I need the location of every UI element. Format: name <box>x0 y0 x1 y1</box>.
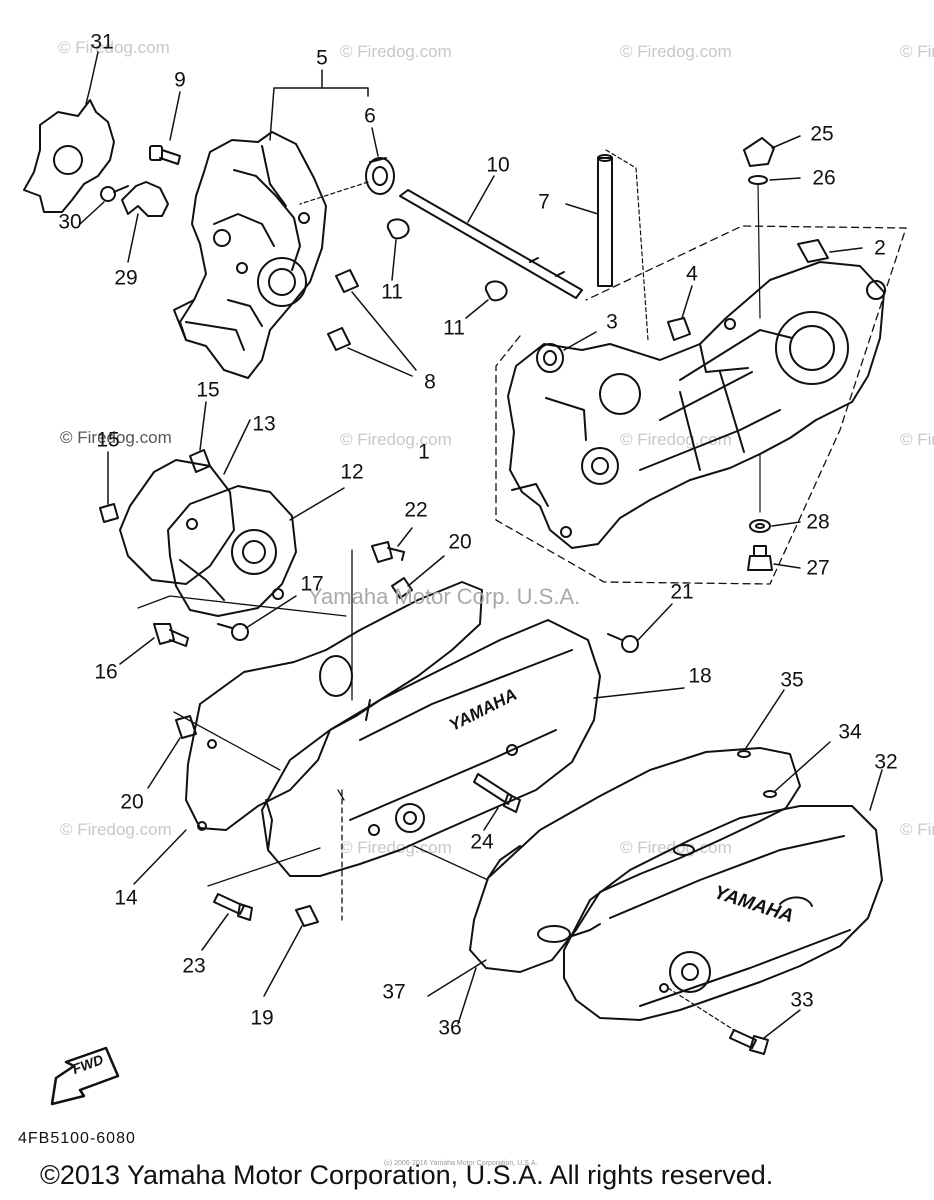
callout-9: 9 <box>174 68 186 92</box>
part-11-clip-upper <box>386 218 410 240</box>
part-7-pipe <box>597 154 613 287</box>
part-26-oring <box>748 175 768 185</box>
part-2-dowel <box>797 239 829 263</box>
callout-32: 32 <box>874 750 898 774</box>
callout-15-lower: 15 <box>96 428 120 452</box>
part-23-bolt <box>213 893 253 921</box>
callout-36: 36 <box>438 1016 462 1040</box>
callout-8: 8 <box>424 370 436 394</box>
callout-17: 17 <box>300 572 324 596</box>
callout-28: 28 <box>806 510 830 534</box>
part-34-grommet <box>763 790 777 798</box>
callout-22: 22 <box>404 498 428 522</box>
part-8-dowels <box>327 269 359 351</box>
part-31-gasket <box>23 99 115 213</box>
watermark: © Firedog.com <box>60 820 172 839</box>
callout-20-upper: 20 <box>448 530 472 554</box>
part-33-screw <box>729 1029 769 1055</box>
callout-23: 23 <box>182 954 206 978</box>
part-15-dowel-lower <box>99 503 119 523</box>
callout-19: 19 <box>250 1006 274 1030</box>
part-32-outer-cover <box>563 805 883 1021</box>
watermark: © Firedog.com <box>620 42 732 61</box>
diagram-code: 4FB5100-6080 <box>18 1130 136 1147</box>
part-29-bracket <box>121 181 169 217</box>
callout-18: 18 <box>688 664 712 688</box>
fwd-arrow <box>50 1046 120 1106</box>
part-11-clip-lower <box>484 280 508 302</box>
part-12-cover <box>167 485 297 617</box>
part-17-screw <box>217 623 249 641</box>
part-9-bolt <box>149 145 181 165</box>
callout-12: 12 <box>340 460 364 484</box>
watermark: © Firedog.com <box>900 820 934 839</box>
callout-33: 33 <box>790 988 814 1012</box>
part-13-gasket <box>119 459 235 585</box>
part-36-outer-cover <box>469 747 801 973</box>
part-16-bolt <box>153 623 189 647</box>
callout-31: 31 <box>90 30 114 54</box>
callout-7: 7 <box>538 190 550 214</box>
callout-15-upper: 15 <box>196 378 220 402</box>
callout-21: 21 <box>670 580 694 604</box>
part-24-bolt <box>473 773 521 813</box>
callout-13: 13 <box>252 412 276 436</box>
callout-2: 2 <box>874 236 886 260</box>
part-28-washer <box>749 519 771 533</box>
part-21-screw <box>607 633 639 653</box>
callout-11-upper: 11 <box>381 280 403 304</box>
callout-4: 4 <box>686 262 698 286</box>
callout-25: 25 <box>810 122 834 146</box>
watermark: © Firedog.com <box>340 838 452 857</box>
part-10-shaft <box>399 189 583 299</box>
watermark: © Firedog.com <box>900 42 934 61</box>
watermark: © Firedog.com <box>340 430 452 449</box>
part-18-crankcase-cover <box>261 619 601 877</box>
part-35-grommet <box>737 750 751 758</box>
callout-3: 3 <box>606 310 618 334</box>
copyright-line: ©2013 Yamaha Motor Corporation, U.S.A. A… <box>40 1160 774 1190</box>
part-20-dowel-lower <box>175 715 197 739</box>
callout-30: 30 <box>58 210 82 234</box>
watermark: © Firedog.com <box>900 430 934 449</box>
part-25-plug <box>743 137 775 167</box>
left-crankcase <box>173 131 327 379</box>
part-22-bolt <box>371 541 405 563</box>
part-27-bolt <box>747 545 773 571</box>
part-20-dowel-upper <box>391 577 413 599</box>
part-6-bearing <box>365 157 395 195</box>
callout-27: 27 <box>806 556 830 580</box>
part-30-screw <box>100 185 129 202</box>
callout-16: 16 <box>94 660 118 684</box>
callout-1: 1 <box>418 440 430 464</box>
callout-29: 29 <box>114 266 138 290</box>
callout-6: 6 <box>364 104 376 128</box>
callout-20-lower: 20 <box>120 790 144 814</box>
part-3-seal <box>536 343 564 373</box>
watermark: © Firedog.com <box>58 38 170 57</box>
part-14-gasket <box>185 581 483 831</box>
callout-10: 10 <box>486 153 510 177</box>
part-19-dowel <box>295 905 319 927</box>
callout-35: 35 <box>780 668 804 692</box>
callout-24: 24 <box>470 830 494 854</box>
callout-37: 37 <box>382 980 406 1004</box>
part-4-fitting <box>667 317 691 341</box>
right-crankcase <box>507 261 886 549</box>
callout-11-lower: 11 <box>443 316 465 340</box>
watermark-center: Yamaha Motor Corp. U.S.A. <box>308 584 581 609</box>
small-copyright: (c) 2006-2016 Yamaha Motor Corporation, … <box>384 1160 538 1167</box>
callout-26: 26 <box>812 166 836 190</box>
part-15-dowel-upper <box>189 449 211 473</box>
watermark: © Firedog.com <box>60 428 172 447</box>
callout-5: 5 <box>316 46 328 70</box>
callout-14: 14 <box>114 886 138 910</box>
callout-34: 34 <box>838 720 862 744</box>
watermark: © Firedog.com <box>340 42 452 61</box>
